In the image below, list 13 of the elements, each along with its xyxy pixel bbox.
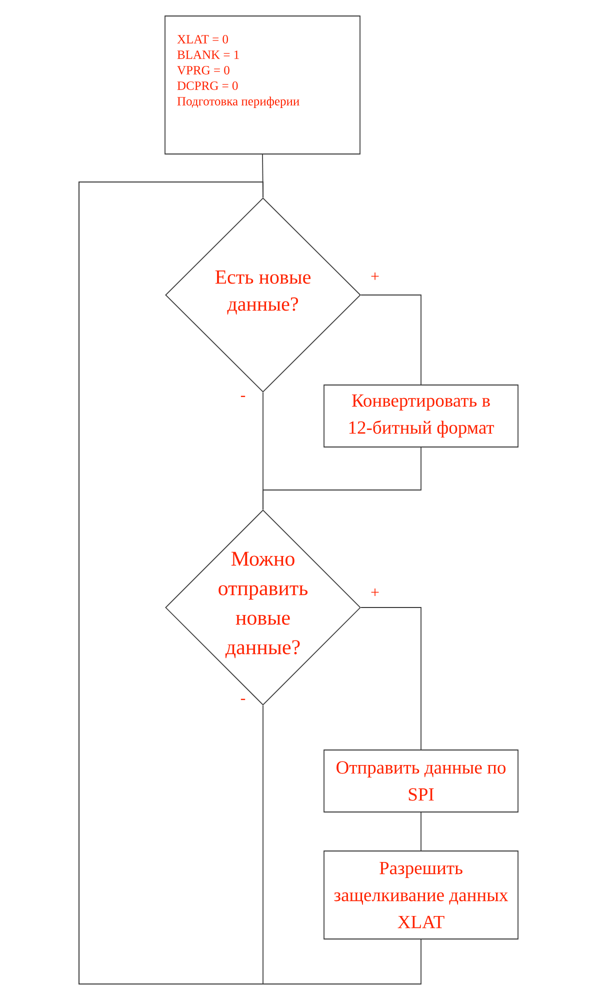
connector-line — [420, 812, 422, 851]
connector-line — [360, 607, 422, 750]
edge-label: + — [370, 587, 381, 599]
process-box: Разрешить защелкивание данных XLAT — [324, 850, 518, 940]
process-box: XLAT = 0 BLANK = 1 VPRG = 0 DCPRG = 0 Подготовка периферии — [164, 16, 360, 154]
connector-line — [360, 294, 422, 385]
edge-label: - — [239, 698, 247, 704]
connector-line — [78, 182, 422, 984]
edge-label: - — [239, 394, 247, 402]
connector-line — [262, 447, 422, 510]
process-box: Отправить данные по SPI — [324, 750, 518, 812]
process-box: Конвертировать в 12-битный формат — [324, 384, 518, 448]
edge-label: + — [370, 271, 381, 283]
